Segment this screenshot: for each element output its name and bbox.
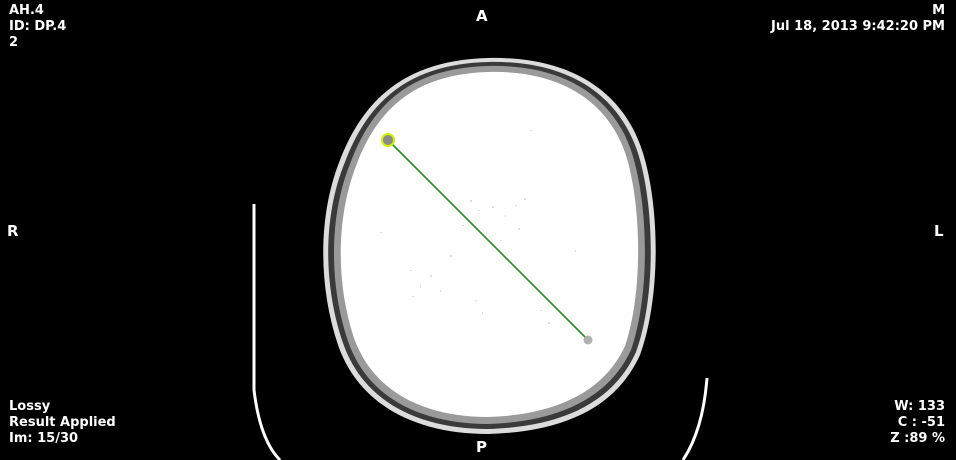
skull-outline (323, 57, 656, 435)
orientation-left-marker: R (7, 222, 19, 240)
result-status: Result Applied (9, 415, 116, 430)
zoom-level: Z :89 % (890, 431, 945, 446)
head-support-right (681, 377, 709, 460)
patient-info-overlay: AH.4 ID: DP.4 2 (9, 3, 66, 51)
head-support-left (252, 204, 282, 460)
patient-id: ID: DP.4 (9, 19, 67, 34)
window-center: C : -51 (897, 415, 945, 430)
study-datetime: Jul 18, 2013 9:42:20 PM (771, 19, 945, 34)
measurement-line (387, 139, 589, 341)
patient-sex: M (932, 3, 945, 18)
compression-status: Lossy (9, 399, 51, 414)
orientation-top-marker: A (476, 7, 488, 25)
patient-name: AH.4 (9, 3, 44, 18)
brain-texture (380, 130, 576, 324)
display-info-overlay: W: 133 C : -51 Z :89 % (890, 399, 945, 447)
orientation-bottom-marker: P (476, 438, 487, 456)
window-width: W: 133 (894, 399, 945, 414)
image-index: Im: 15/30 (9, 431, 79, 446)
orientation-right-marker: L (934, 222, 944, 240)
study-info-overlay: M Jul 18, 2013 9:42:20 PM (771, 3, 945, 35)
measurement-start-handle-icon (381, 133, 395, 147)
series-number: 2 (9, 35, 19, 50)
measurement-end-handle-icon (583, 335, 593, 345)
image-info-overlay: Lossy Result Applied Im: 15/30 (9, 399, 116, 447)
